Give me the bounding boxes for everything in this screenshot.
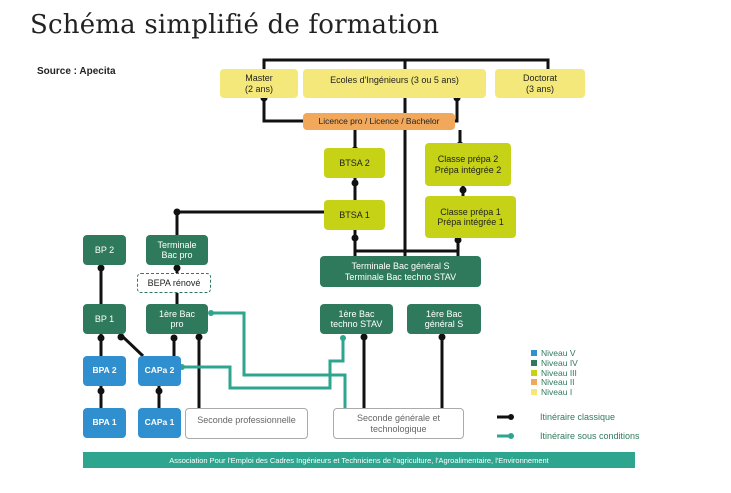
- box-capa2: CAPa 2: [138, 356, 181, 386]
- box-terminale-bacpro: Terminale Bac pro: [146, 235, 208, 265]
- cond-line-1erepro-stav: [211, 311, 347, 408]
- box-bpa2: BPA 2: [83, 356, 126, 386]
- legend-niveau-iv: Niveau IV: [531, 358, 578, 368]
- legend-classic-label: Itinéraire classique: [540, 412, 616, 422]
- footer-banner: Association Pour l'Emploi des Cadres Ing…: [83, 452, 635, 468]
- box-seconde-generale: Seconde générale et technologique: [333, 408, 464, 439]
- line-bacpro-btsa1: [175, 210, 325, 237]
- cond-line-capa2-stav: [182, 338, 345, 390]
- legend-label: Niveau III: [541, 368, 577, 378]
- legend-swatch: [531, 370, 537, 376]
- box-licence: Licence pro / Licence / Bachelor: [303, 113, 455, 130]
- box-1ere-bac-stav: 1ère Bac techno STAV: [320, 304, 393, 334]
- box-ecoles-ingenieurs: Ecoles d'Ingénieurs (3 ou 5 ans): [303, 69, 486, 98]
- legend-niveau-i: Niveau I: [531, 387, 572, 397]
- legend-conditional-label: Itinéraire sous conditions: [540, 431, 640, 441]
- legend-swatch: [531, 379, 537, 385]
- box-btsa2: BTSA 2: [324, 148, 385, 178]
- box-1ere-bac-general: 1ère Bac général S: [407, 304, 481, 334]
- box-prepa2: Classe prépa 2 Prépa intégrée 2: [425, 143, 511, 186]
- legend-swatch: [531, 389, 537, 395]
- line-bp1-capa2: [119, 333, 145, 358]
- box-1ere-bacpro: 1ère Bac pro: [146, 304, 208, 334]
- legend-swatch: [531, 360, 537, 366]
- legend-label: Niveau I: [541, 387, 573, 397]
- box-bp2: BP 2: [83, 235, 126, 265]
- legend-niveau-ii: Niveau II: [531, 377, 575, 387]
- legend-label: Niveau V: [541, 348, 576, 358]
- box-bpa1: BPA 1: [83, 408, 126, 438]
- line-master-licence: [262, 98, 305, 123]
- legend-label: Niveau IV: [541, 358, 578, 368]
- legend-niveau-iii: Niveau III: [531, 368, 577, 378]
- box-prepa1: Classe prépa 1 Prépa intégrée 1: [425, 196, 516, 238]
- box-seconde-pro: Seconde professionnelle: [185, 408, 308, 439]
- legend-swatch: [531, 350, 537, 356]
- box-bepa-renove: BEPA rénové: [137, 273, 211, 293]
- box-capa1: CAPa 1: [138, 408, 181, 438]
- box-terminale-bac-general: Terminale Bac général S Terminale Bac te…: [320, 256, 481, 287]
- legend-label: Niveau II: [541, 377, 575, 387]
- diagram-title: Schéma simplifié de formation: [30, 10, 440, 40]
- box-master: Master (2 ans): [220, 69, 298, 98]
- box-doctorat: Doctorat (3 ans): [495, 69, 585, 98]
- box-bp1: BP 1: [83, 304, 126, 334]
- legend-niveau-v: Niveau V: [531, 348, 576, 358]
- box-btsa1: BTSA 1: [324, 200, 385, 230]
- source-note: Source : Apecita: [37, 66, 116, 77]
